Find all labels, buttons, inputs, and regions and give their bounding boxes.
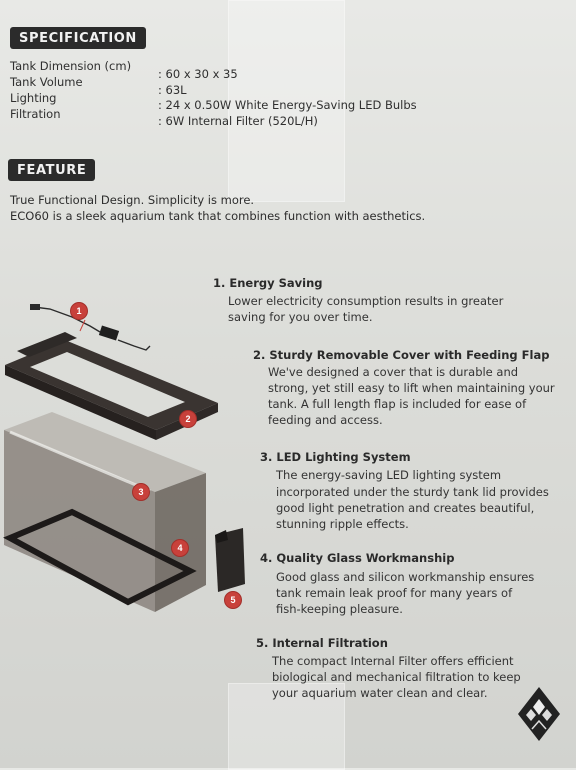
specification-heading: SPECIFICATION xyxy=(10,27,146,49)
spec-value-lighting: : 24 x 0.50W White Energy-Saving LED Bul… xyxy=(158,98,417,112)
feature-text: your aquarium water clean and clear. xyxy=(272,686,488,700)
feature-text: strong, yet still easy to lift when main… xyxy=(268,381,555,395)
aquarium-exploded-illustration xyxy=(3,304,245,612)
feature-text: The energy-saving LED lighting system xyxy=(276,468,502,482)
feature-text: tank remain leak proof for many years of xyxy=(276,586,513,600)
spec-value-volume: : 63L xyxy=(158,83,187,97)
feature-text: Good glass and silicon workmanship ensur… xyxy=(276,570,535,584)
tape-reflection xyxy=(228,0,345,202)
feature-intro-line: ECO60 is a sleek aquarium tank that comb… xyxy=(10,209,426,223)
callout-marker: 1 xyxy=(70,302,88,320)
feature-intro-line: True Functional Design. Simplicity is mo… xyxy=(10,193,255,207)
feature-text: incorporated under the sturdy tank lid p… xyxy=(276,485,549,499)
spec-label-filtration: Filtration xyxy=(10,107,61,121)
feature-text: We've designed a cover that is durable a… xyxy=(268,365,519,379)
feature-text: fish-keeping pleasure. xyxy=(276,602,403,616)
spec-value-dimension: : 60 x 30 x 35 xyxy=(158,67,238,81)
feature-text: biological and mechanical filtration to … xyxy=(272,670,521,684)
feature-title-filtration: 5. Internal Filtration xyxy=(256,636,388,650)
tape-reflection xyxy=(228,683,345,770)
spec-value-filtration: : 6W Internal Filter (520L/H) xyxy=(158,114,318,128)
callout-marker: 4 xyxy=(171,539,189,557)
brand-logo-icon xyxy=(518,687,560,741)
spec-label-dimension: Tank Dimension (cm) xyxy=(10,59,132,73)
spec-label-lighting: Lighting xyxy=(10,91,57,105)
feature-text: stunning ripple effects. xyxy=(276,517,409,531)
feature-text: tank. A full length flap is included for… xyxy=(268,397,527,411)
feature-title-glass: 4. Quality Glass Workmanship xyxy=(260,551,455,565)
feature-text: Lower electricity consumption results in… xyxy=(228,294,504,308)
feature-text: The compact Internal Filter offers effic… xyxy=(272,654,514,668)
feature-title-energy-saving: 1. Energy Saving xyxy=(213,276,323,290)
feature-text: saving for you over time. xyxy=(228,310,373,324)
feature-text: good light penetration and creates beaut… xyxy=(276,501,535,515)
feature-title-cover: 2. Sturdy Removable Cover with Feeding F… xyxy=(253,348,550,362)
callout-marker: 3 xyxy=(132,483,150,501)
callout-marker: 2 xyxy=(179,410,197,428)
feature-text: feeding and access. xyxy=(268,413,383,427)
feature-title-led: 3. LED Lighting System xyxy=(260,450,411,464)
spec-label-volume: Tank Volume xyxy=(10,75,83,89)
callout-marker: 5 xyxy=(224,591,242,609)
feature-heading: FEATURE xyxy=(8,159,96,181)
